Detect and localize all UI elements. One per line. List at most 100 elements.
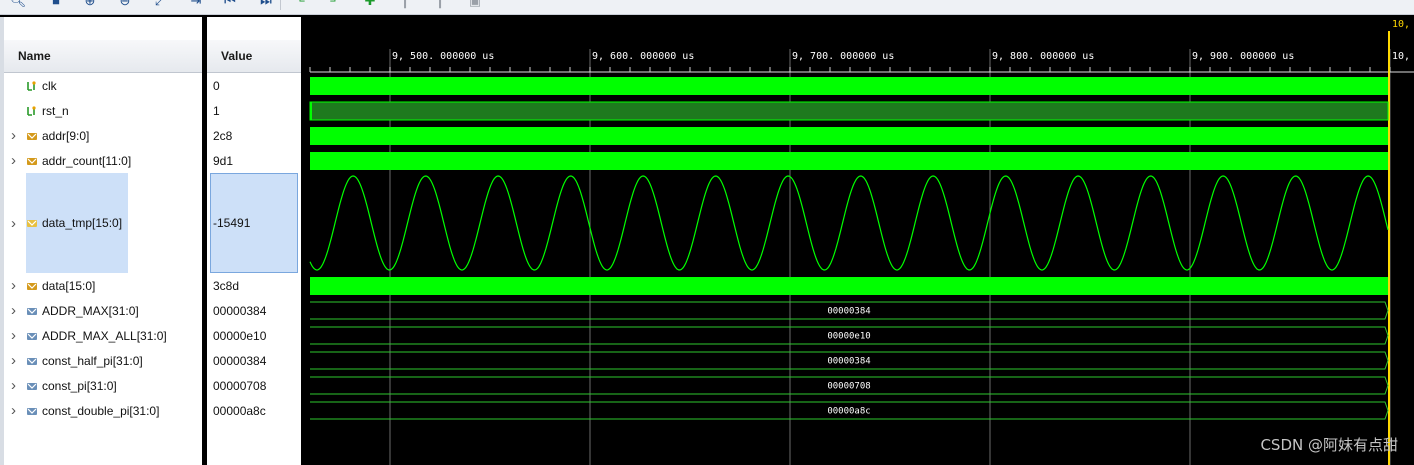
value-row[interactable]: 1 bbox=[207, 98, 301, 123]
value-row[interactable]: 00000a8c bbox=[207, 398, 301, 423]
name-column-header[interactable]: Name bbox=[4, 40, 202, 73]
signal-name: ADDR_MAX_ALL[31:0] bbox=[42, 328, 167, 343]
value-row[interactable]: 3c8d bbox=[207, 273, 301, 298]
expand-chevron-icon[interactable]: › bbox=[11, 377, 16, 394]
signal-name: const_double_pi[31:0] bbox=[42, 403, 160, 418]
signal-name: rst_n bbox=[42, 103, 69, 118]
signal-name: addr[9:0] bbox=[42, 128, 90, 143]
parameter-bus-icon bbox=[27, 307, 37, 315]
signal-row[interactable]: rst_n bbox=[4, 98, 202, 123]
signal-row[interactable]: ›const_half_pi[31:0] bbox=[4, 348, 202, 373]
panel-edge bbox=[0, 17, 4, 465]
name-pane: Name clk rst_n › addr[9:0] ›addr_count[11:0]… bbox=[4, 17, 202, 465]
zoom-fit-icon[interactable]: 🔍︎ bbox=[9, 0, 27, 8]
go-to-start-icon[interactable]: ⏮ bbox=[224, 0, 236, 8]
dense-wave-bar bbox=[310, 127, 1388, 145]
signal-value: 00000e10 bbox=[213, 328, 267, 343]
value-row[interactable]: 0 bbox=[207, 73, 301, 98]
analog-sine-wave bbox=[309, 175, 1389, 271]
bus-signal-icon bbox=[27, 220, 37, 227]
next-marker-icon[interactable]: ┃ bbox=[436, 0, 444, 8]
dense-wave-bar bbox=[310, 152, 1388, 170]
signal-name: ADDR_MAX[31:0] bbox=[42, 303, 139, 318]
bus-value-outline bbox=[310, 401, 1389, 420]
value-row[interactable]: 2c8 bbox=[207, 123, 301, 148]
value-row[interactable]: 00000e10 bbox=[207, 323, 301, 348]
waveform-pane[interactable]: 9, 500. 000000 us 9, 600. 000000 us 9, 700… bbox=[305, 17, 1414, 465]
signal-name: clk bbox=[42, 78, 57, 93]
signal-name: data_tmp[15:0] bbox=[42, 216, 123, 230]
signal-row[interactable]: › data_tmp[15:0] bbox=[4, 173, 202, 273]
signal-row[interactable]: clk bbox=[4, 73, 202, 98]
signal-value: 0 bbox=[213, 78, 220, 93]
expand-chevron-icon[interactable]: › bbox=[11, 214, 16, 232]
signal-row[interactable]: › addr[9:0] bbox=[4, 123, 202, 148]
cursor-label-bg bbox=[1388, 17, 1414, 31]
expand-chevron-icon[interactable]: › bbox=[11, 402, 16, 419]
expand-chevron-icon[interactable]: › bbox=[11, 152, 16, 169]
go-to-end-icon[interactable]: ⏭ bbox=[260, 0, 272, 8]
signal-row[interactable]: › const_double_pi[31:0] bbox=[4, 398, 202, 423]
value-header-label: Value bbox=[221, 49, 253, 63]
save-icon[interactable]: ■ bbox=[52, 0, 60, 8]
dense-wave-bar bbox=[310, 277, 1388, 295]
cursor-time-label: 10, 0 bbox=[1392, 19, 1414, 30]
go-to-cursor-icon[interactable]: ⇥ bbox=[190, 0, 202, 8]
expand-chevron-icon[interactable]: › bbox=[11, 352, 16, 369]
parameter-bus-icon bbox=[27, 382, 37, 390]
parameter-bus-icon bbox=[27, 407, 37, 415]
value-column-header[interactable]: Value bbox=[207, 40, 301, 73]
signal-value: 9d1 bbox=[213, 153, 234, 168]
signal-row[interactable]: ›addr_count[11:0] bbox=[4, 148, 202, 173]
value-row[interactable]: 00000384 bbox=[207, 298, 301, 323]
bus-signal-icon bbox=[27, 157, 37, 165]
expand-chevron-icon[interactable]: › bbox=[11, 302, 16, 319]
signal-name: const_pi[31:0] bbox=[42, 378, 117, 393]
signal-name: data[15:0] bbox=[42, 278, 96, 293]
signal-value: 2c8 bbox=[213, 128, 233, 143]
bus-value-outline bbox=[310, 351, 1389, 370]
bus-value-label: 00000384 bbox=[827, 307, 870, 317]
expand-chevron-icon[interactable]: › bbox=[11, 327, 16, 344]
timeline-tick-label: 10, 0 bbox=[1392, 51, 1414, 62]
next-transition-icon[interactable]: ┘ bbox=[330, 0, 340, 8]
add-marker-icon[interactable]: ✚ bbox=[364, 0, 376, 8]
dense-wave-bar bbox=[310, 77, 1388, 95]
bus-value-outline bbox=[310, 301, 1389, 320]
bit-signal-icon bbox=[27, 80, 36, 91]
watermark: CSDN @阿妹有点甜 bbox=[1260, 436, 1398, 454]
value-row[interactable]: 00000708 bbox=[207, 373, 301, 398]
signal-value: 00000708 bbox=[213, 378, 267, 393]
timeline-tick-label: 9, 700. 000000 us bbox=[792, 51, 894, 62]
signal-value: 00000a8c bbox=[213, 403, 266, 418]
bus-value-label: 00000708 bbox=[827, 382, 870, 392]
signal-row[interactable]: › ADDR_MAX_ALL[31:0] bbox=[4, 323, 202, 348]
expand-chevron-icon[interactable]: › bbox=[11, 127, 16, 144]
bus-signal-icon bbox=[27, 132, 37, 140]
swap-cursors-icon[interactable]: ▣ bbox=[468, 0, 482, 8]
waveform-canvas[interactable]: 9, 500. 000000 us 9, 600. 000000 us 9, 700… bbox=[305, 17, 1414, 465]
signal-row[interactable]: › ADDR_MAX[31:0] bbox=[4, 298, 202, 323]
name-header-label: Name bbox=[18, 49, 51, 63]
previous-transition-icon[interactable]: └ bbox=[295, 0, 305, 8]
expand-chevron-icon[interactable]: › bbox=[11, 277, 16, 294]
zoom-out-icon[interactable]: ⊖ bbox=[119, 0, 131, 8]
parameter-bus-icon bbox=[27, 357, 37, 365]
value-row[interactable]: 00000384 bbox=[207, 348, 301, 373]
signal-row[interactable]: › const_pi[31:0] bbox=[4, 373, 202, 398]
bit-signal-icon bbox=[27, 105, 36, 116]
value-row[interactable]: 9d1 bbox=[207, 148, 301, 173]
bus-value-outline bbox=[310, 326, 1389, 345]
value-row[interactable]: -15491 bbox=[207, 173, 301, 273]
timeline-tick-label: 9, 600. 000000 us bbox=[592, 51, 694, 62]
timeline-tick-label: 9, 500. 000000 us bbox=[392, 51, 494, 62]
bus-value-label: 00000e10 bbox=[827, 332, 870, 342]
signal-value: 00000384 bbox=[213, 353, 267, 368]
previous-marker-icon[interactable]: ┃ bbox=[401, 0, 409, 8]
signal-value: -15491 bbox=[213, 216, 251, 230]
full-view-icon[interactable]: ⤢ bbox=[154, 0, 166, 8]
bus-value-label: 00000384 bbox=[827, 357, 870, 367]
zoom-in-icon[interactable]: ⊕ bbox=[84, 0, 96, 8]
signal-row[interactable]: › data[15:0] bbox=[4, 273, 202, 298]
